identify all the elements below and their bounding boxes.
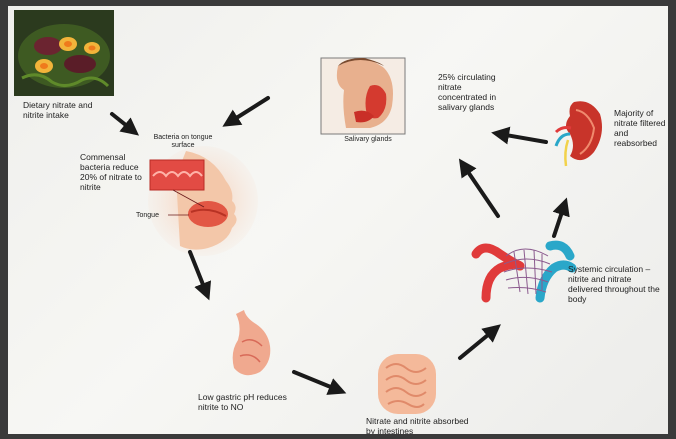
label-systemic-circulation: Systemic circulation – nitrite and nitra… — [568, 264, 666, 304]
arrow-intake-to-mouth — [112, 114, 132, 130]
arrow-saliva-to-mouth — [230, 98, 268, 122]
stomach-illustration — [233, 310, 271, 375]
arrow-circulation-to-salivary — [464, 166, 498, 216]
label-bacteria-surface: Bacteria on tongue surface — [142, 134, 224, 150]
salivary-glands-illustration — [321, 58, 405, 134]
kidney-illustration — [556, 101, 602, 166]
label-salivary-glands: Salivary glands — [330, 136, 406, 144]
label-tongue: Tongue — [136, 212, 170, 220]
blood-vessels-illustration — [476, 245, 572, 298]
food-plate-image — [14, 10, 114, 96]
arrow-intestines-to-circulation — [460, 330, 494, 358]
label-intestines: Nitrate and nitrite absorbed by intestin… — [366, 416, 474, 434]
arrow-stomach-to-intestines — [294, 372, 338, 390]
arrow-circulation-to-kidney — [554, 206, 564, 236]
arrow-mouth-to-stomach — [190, 252, 206, 292]
label-dietary-intake: Dietary nitrate and nitrite intake — [23, 100, 107, 120]
label-salivary-concentration: 25% circulating nitrate concentrated in … — [438, 72, 512, 112]
diagram-artwork — [8, 6, 668, 434]
intestines-illustration — [378, 354, 436, 414]
label-gastric: Low gastric pH reduces nitrite to NO — [198, 392, 298, 412]
face-tongue-illustration — [148, 146, 258, 256]
nitrate-cycle-diagram: Dietary nitrate and nitrite intake Bacte… — [8, 6, 668, 434]
label-commensal-bacteria: Commensal bacteria reduce 20% of nitrate… — [80, 152, 150, 192]
arrow-kidney-to-salivary — [500, 134, 546, 142]
label-kidney: Majority of nitrate filtered and reabsor… — [614, 108, 666, 148]
